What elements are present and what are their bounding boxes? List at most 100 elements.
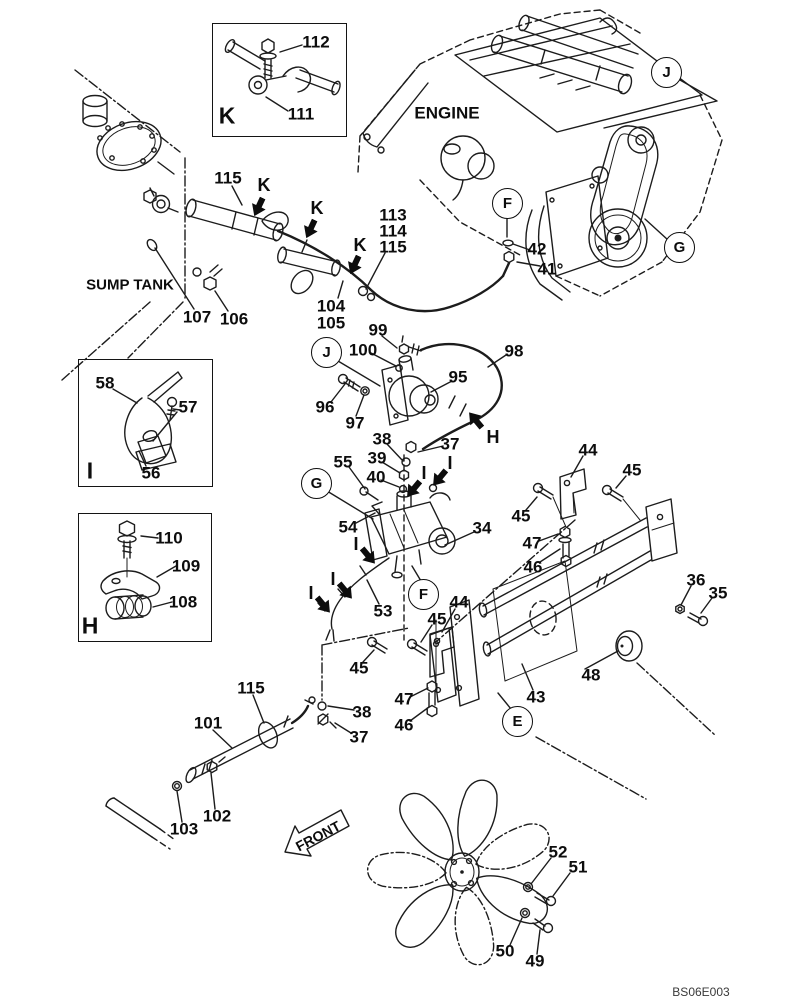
view-marker-arrow-i	[311, 593, 335, 618]
view-marker-arrow-i	[333, 579, 357, 604]
view-marker-arrow-i	[356, 544, 380, 569]
view-marker-arrow-k	[299, 217, 321, 241]
part-number-107: 107	[182, 307, 212, 327]
balloon-j: J	[311, 337, 342, 368]
part-number-115: 115	[379, 237, 407, 257]
part-number-41: 41	[537, 259, 557, 279]
part-number-105: 105	[316, 313, 346, 333]
part-number-104: 104	[316, 296, 346, 316]
part-number-112: 112	[302, 32, 330, 52]
inset-box-k	[212, 23, 347, 137]
part-number-48: 48	[581, 665, 601, 685]
part-number-45: 45	[427, 609, 447, 629]
part-number-53: 53	[373, 601, 393, 621]
balloon-g: G	[301, 468, 332, 499]
inset-k-drawing	[224, 38, 341, 96]
part-number-44: 44	[578, 440, 598, 460]
part-number-44: 44	[449, 592, 469, 612]
part-number-95: 95	[448, 367, 468, 387]
view-marker-arrow-h	[463, 408, 487, 433]
part-number-39: 39	[367, 448, 387, 468]
balloon-f: F	[492, 188, 523, 219]
part-number-98: 98	[504, 341, 524, 361]
part-number-42: 42	[527, 239, 547, 259]
frame-drawing	[321, 468, 717, 800]
view-marker-letter-i: I	[330, 569, 336, 589]
part-number-49: 49	[525, 951, 545, 971]
part-number-108: 108	[168, 592, 198, 612]
part-number-34: 34	[472, 518, 492, 538]
part-number-97: 97	[345, 413, 365, 433]
inset-box-h	[78, 513, 212, 642]
view-marker-arrow-k	[247, 195, 269, 219]
part-number-115: 115	[237, 678, 265, 698]
part-number-103: 103	[169, 819, 199, 839]
view-marker-letter-h: H	[486, 427, 500, 447]
part-number-57: 57	[178, 397, 198, 417]
part-number-45: 45	[622, 460, 642, 480]
part-number-35: 35	[708, 583, 728, 603]
part-number-37: 37	[349, 727, 369, 747]
part-number-99: 99	[368, 320, 388, 340]
balloon-j: J	[651, 57, 682, 88]
view-marker-letter-i: I	[353, 534, 359, 554]
part-number-58: 58	[95, 373, 115, 393]
part-number-102: 102	[202, 806, 232, 826]
inset-letter-h: H	[81, 612, 99, 639]
part-number-55: 55	[333, 452, 353, 472]
part-number-101: 101	[193, 713, 223, 733]
front-direction-arrow	[284, 809, 350, 857]
part-number-113: 113	[379, 205, 407, 225]
part-number-43: 43	[526, 687, 546, 707]
balloon-f: F	[408, 579, 439, 610]
part-number-37: 37	[440, 434, 460, 454]
fan-drawing	[366, 776, 557, 970]
part-number-38: 38	[352, 702, 372, 722]
part-number-111: 111	[287, 104, 315, 124]
part-number-106: 106	[219, 309, 249, 329]
engine-drawing	[357, 9, 723, 301]
leader-lines	[112, 44, 718, 955]
balloon-e: E	[502, 706, 533, 737]
view-marker-arrow-k	[343, 253, 365, 277]
view-marker-letter-k: K	[310, 198, 324, 218]
part-number-100: 100	[348, 340, 378, 360]
valve-drawing	[359, 483, 456, 579]
upper-fuel-hose-drawing	[143, 187, 515, 313]
balloon-g: G	[664, 232, 695, 263]
part-number-45: 45	[511, 506, 531, 526]
view-marker-letter-i: I	[447, 453, 453, 473]
part-number-50: 50	[495, 941, 515, 961]
part-number-46: 46	[394, 715, 414, 735]
part-number-56: 56	[141, 463, 161, 483]
part-number-52: 52	[548, 842, 568, 862]
part-number-46: 46	[523, 557, 543, 577]
part-number-51: 51	[568, 857, 588, 877]
part-number-54: 54	[338, 517, 358, 537]
inset-box-i	[78, 359, 213, 487]
part-number-114: 114	[379, 221, 407, 241]
part-number-109: 109	[171, 556, 201, 576]
inset-h-drawing	[100, 520, 161, 620]
part-number-40: 40	[366, 467, 386, 487]
view-marker-letter-i: I	[308, 583, 314, 603]
inset-letter-i: I	[86, 457, 94, 484]
drawing-code: BS06E003	[672, 985, 730, 999]
view-marker-letter-i: I	[421, 463, 427, 483]
part-number-47: 47	[394, 689, 414, 709]
part-number-115: 115	[214, 168, 242, 188]
part-number-45: 45	[349, 658, 369, 678]
part-number-110: 110	[155, 528, 183, 548]
part-number-38: 38	[372, 429, 392, 449]
sump-tank-label: SUMP TANK	[86, 276, 174, 294]
part-number-36: 36	[686, 570, 706, 590]
inset-i-drawing	[124, 371, 183, 471]
view-marker-letter-k: K	[257, 175, 271, 195]
lower-fuel-hose-drawing	[105, 696, 337, 850]
part-number-47: 47	[522, 533, 542, 553]
engine-label: ENGINE	[414, 103, 480, 123]
front-label: FRONT	[292, 817, 344, 855]
